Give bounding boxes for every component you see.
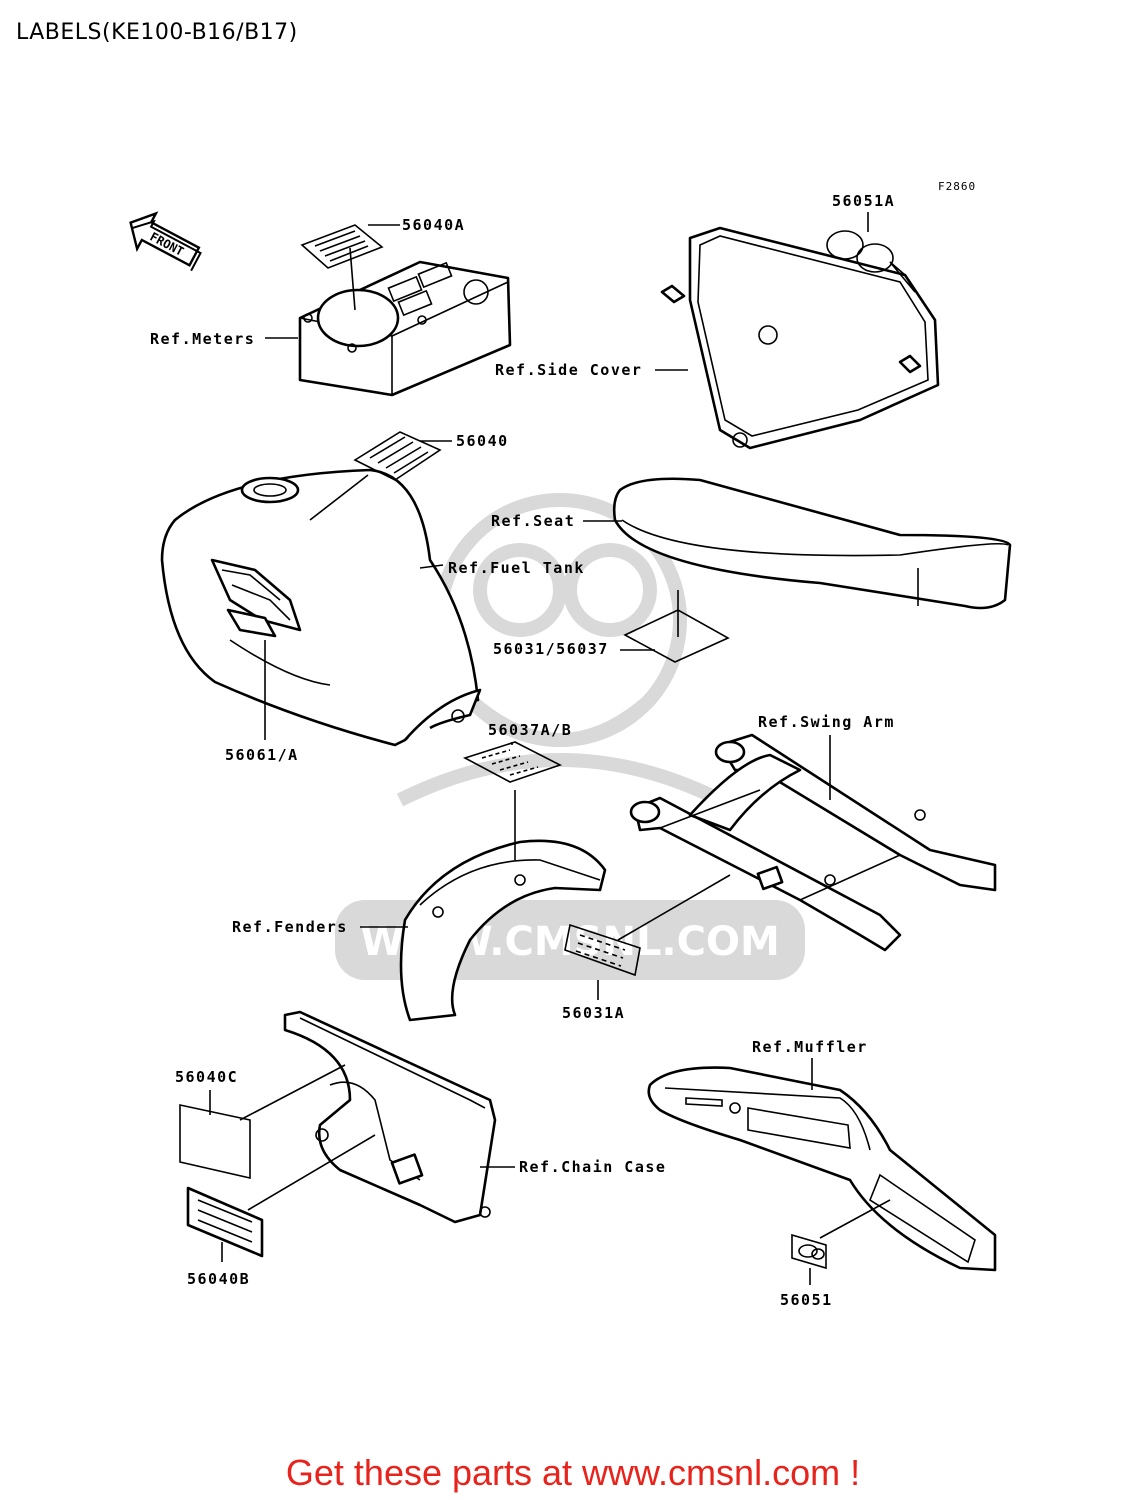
ref-side-cover: Ref.Side Cover xyxy=(495,361,642,379)
leader-lines xyxy=(209,212,891,1285)
decal-56037a-b xyxy=(462,741,563,783)
page-title: LABELS(KE100-B16/B17) xyxy=(16,20,298,45)
decal-56031a xyxy=(564,923,641,977)
meters-part xyxy=(298,260,512,397)
decal-56031-56037 xyxy=(623,609,730,663)
emblem-56061a xyxy=(210,558,302,638)
part-number-56040: 56040 xyxy=(456,432,509,450)
part-number-56037a-b: 56037A/B xyxy=(488,721,572,739)
side-cover-part xyxy=(660,226,940,450)
ref-muffler: Ref.Muffler xyxy=(752,1038,868,1056)
part-number-56051a: 56051A xyxy=(832,192,895,210)
fuel-tank-part xyxy=(160,468,482,747)
part-number-56040b: 56040B xyxy=(187,1270,250,1288)
part-number-56061a: 56061/A xyxy=(225,746,299,764)
ref-swing-arm: Ref.Swing Arm xyxy=(758,713,895,731)
decal-56040b xyxy=(186,1186,264,1258)
part-number-56040a: 56040A xyxy=(402,216,465,234)
ref-fuel-tank: Ref.Fuel Tank xyxy=(448,559,585,577)
ref-chain-case: Ref.Chain Case xyxy=(519,1158,666,1176)
part-number-56040c: 56040C xyxy=(175,1068,238,1086)
muffler-part xyxy=(647,1066,997,1272)
ref-seat: Ref.Seat xyxy=(491,512,575,530)
front-arrow-icon: FRONT xyxy=(129,211,202,272)
decal-56040 xyxy=(353,431,442,481)
fender-part xyxy=(399,839,607,1022)
decal-56040a xyxy=(300,224,384,269)
seat-part xyxy=(612,477,1012,610)
emblem-56051 xyxy=(791,1233,827,1270)
ref-meters: Ref.Meters xyxy=(150,330,255,348)
part-number-56051: 56051 xyxy=(780,1291,833,1309)
decal-56040c xyxy=(179,1104,251,1180)
figure-id: F2860 xyxy=(938,180,976,193)
exploded-parts-diagram: WWW.CMSNL.COM F2860 FRONT xyxy=(129,180,1012,1309)
chain-case-part xyxy=(283,1010,497,1224)
part-number-56031a: 56031A xyxy=(562,1004,625,1022)
swing-arm-part xyxy=(629,733,997,952)
part-number-56031-56037: 56031/56037 xyxy=(493,640,609,658)
footer-link-text[interactable]: Get these parts at www.cmsnl.com ! xyxy=(285,1452,861,1493)
emblem-56051a xyxy=(826,230,916,293)
ref-fenders: Ref.Fenders xyxy=(232,918,348,936)
